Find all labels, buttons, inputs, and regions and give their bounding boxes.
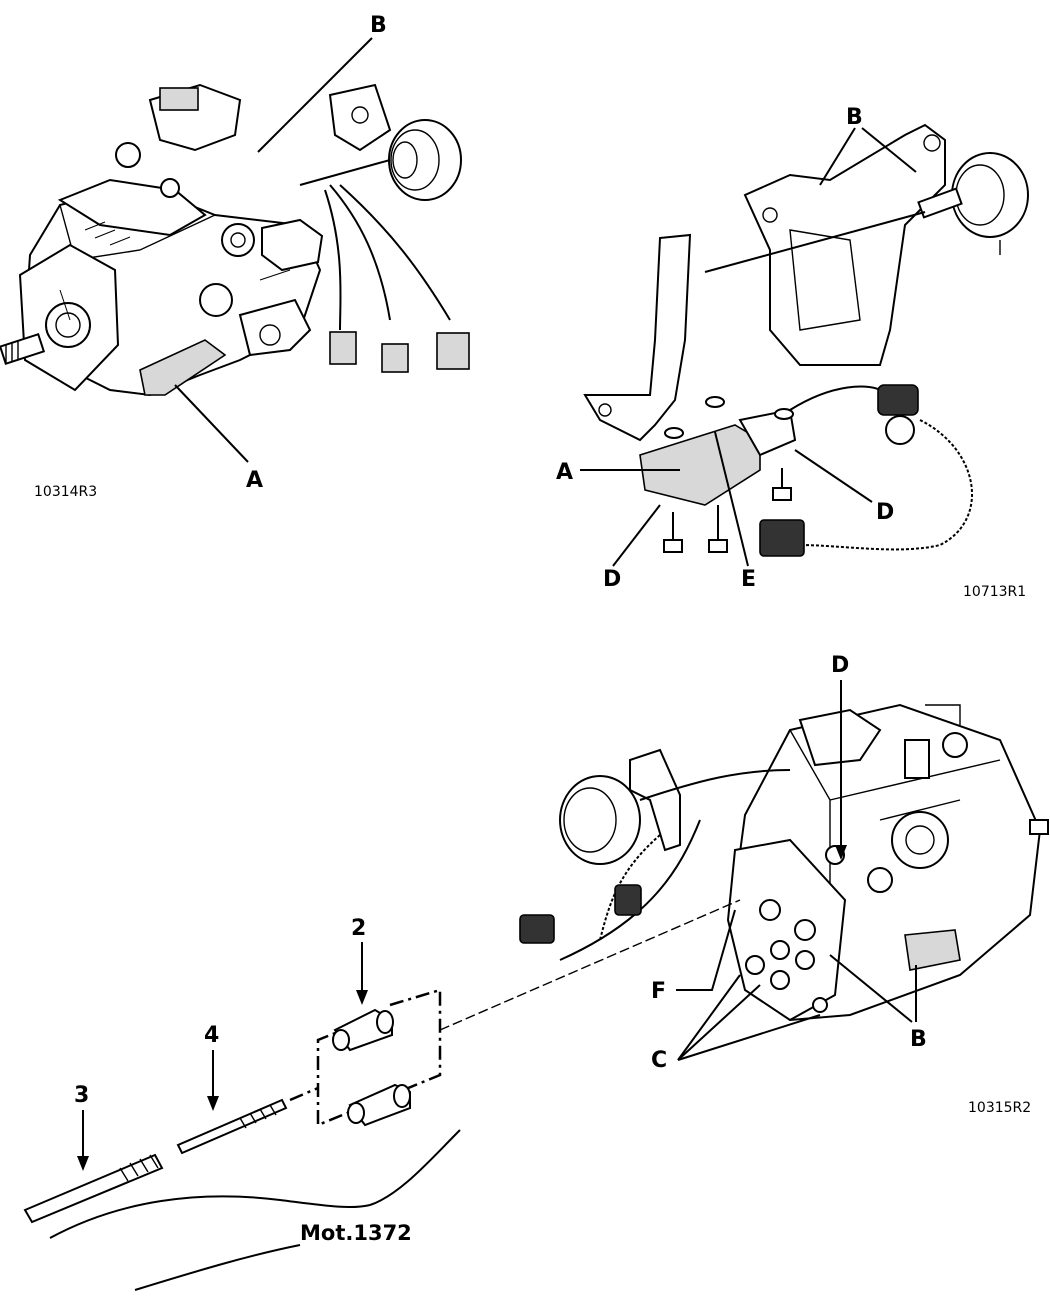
leader-e-fig2 [714,431,749,567]
label-b-fig1: B [370,13,387,38]
leader-a-fig1 [174,384,249,463]
label-d-left-fig2: D [603,567,621,592]
arrowhead-3 [77,1156,89,1171]
label-a-fig1: A [246,468,263,493]
ref-code-fig2: 10713R1 [963,584,1026,600]
leader-b-fig1 [257,37,373,153]
leader-b2-fig2 [861,127,917,173]
label-a-fig2: A [556,460,573,485]
leader-d-left-fig2 [612,504,661,567]
pump-illustration-bottom [519,703,1049,1022]
leader-d-right-fig2 [794,449,873,503]
label-3: 3 [74,1083,89,1108]
leader-b1-fig2 [819,127,856,186]
arrowhead-4 [207,1096,219,1111]
tool-name-label: Mot.1372 [300,1221,412,1245]
arrowhead-2 [356,990,368,1005]
tool-mot1372-illustration [23,988,461,1291]
pump-illustration-top-left [0,83,470,397]
bracket-exploded-illustration [583,123,1029,557]
leader-f-fig3 [676,909,736,991]
label-4: 4 [204,1023,219,1048]
label-b-fig2: B [846,105,863,130]
ref-code-fig1: 10314R3 [34,484,97,500]
arrowhead-d-fig3 [835,845,847,860]
label-d-right-fig2: D [876,500,894,525]
label-e-fig2: E [741,567,756,592]
guide-line [439,899,741,1031]
leader-b1-fig3 [829,954,913,1023]
label-2: 2 [351,916,366,941]
label-c-fig3: C [651,1048,667,1073]
ref-code-fig3: 10315R2 [968,1100,1031,1116]
leader-c3-fig3 [677,1014,821,1061]
label-f-fig3: F [651,979,666,1004]
leader-c2-fig3 [677,984,761,1061]
label-d-fig3: D [831,653,849,678]
leader-c1-fig3 [677,974,741,1061]
label-b-fig3: B [910,1027,927,1052]
